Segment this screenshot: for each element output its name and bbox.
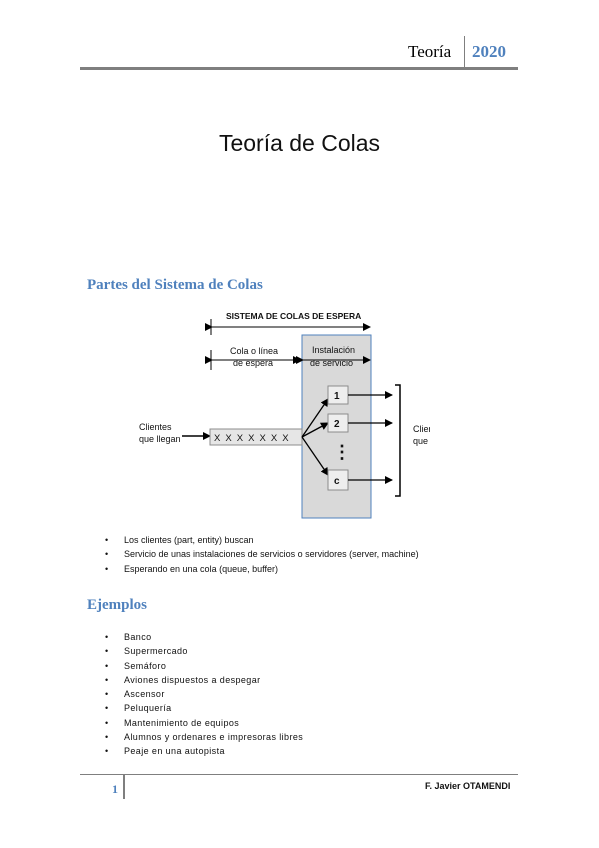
footer-rule: [80, 774, 518, 775]
section-heading-parts: Partes del Sistema de Colas: [87, 277, 263, 293]
queue-label-line2: de espera: [233, 358, 273, 368]
list-item: Supermercado: [91, 644, 303, 659]
document-title: Teoría de Colas: [218, 130, 381, 156]
list-item: Semáforo: [91, 659, 303, 674]
header-separator: [464, 36, 465, 70]
service-label-line2: de servicio: [310, 358, 353, 368]
list-item: Mantenimiento de equipos: [91, 716, 303, 731]
parts-bullet-list: Los clientes (part, entity) buscan Servi…: [91, 533, 419, 576]
list-item: Ascensor: [91, 687, 303, 702]
footer-separator: [123, 775, 125, 799]
list-item: Aviones dispuestos a despegar: [91, 673, 303, 688]
examples-bullet-list: Banco Supermercado Semáforo Aviones disp…: [91, 630, 303, 759]
footer-author: F. Javier OTAMENDI: [425, 781, 511, 791]
list-item: Alumnos y ordenares e impresoras libres: [91, 730, 303, 745]
list-item: Peaje en una autopista: [91, 744, 303, 759]
departures-label-line2: que salen: [413, 436, 430, 446]
server-1-label: 1: [334, 391, 340, 402]
server-c-label: c: [334, 476, 340, 487]
arrivals-label-line2: que llegan: [139, 434, 181, 444]
queue-to-server-c-arrow: [301, 436, 329, 476]
service-label-line1: Instalación: [312, 345, 355, 355]
arrivals-label-line1: Clientes: [139, 422, 172, 432]
system-label: SISTEMA DE COLAS DE ESPERA: [226, 311, 361, 321]
page-number: 1: [112, 782, 118, 796]
queue-system-diagram: SISTEMA DE COLAS DE ESPERA Cola o línea …: [139, 311, 430, 519]
server-2-label: 2: [334, 419, 340, 430]
queue-items: X X X X X X X: [214, 433, 290, 444]
departures-bracket: [395, 384, 401, 497]
queue-to-server-1-arrow: [301, 398, 329, 438]
header-year: 2020: [472, 42, 506, 61]
header-rule: [80, 67, 518, 70]
server-ellipsis: ⋮: [333, 442, 351, 462]
list-item: Esperando en una cola (queue, buffer): [91, 562, 419, 577]
header-title: Teoría: [408, 42, 452, 61]
queue-label-line1: Cola o línea: [230, 346, 278, 356]
queue-to-server-2-arrow: [301, 422, 329, 438]
list-item: Servicio de unas instalaciones de servic…: [91, 547, 419, 562]
departures-label-line1: Clientes: [413, 424, 430, 434]
section-heading-examples: Ejemplos: [87, 597, 147, 613]
list-item: Los clientes (part, entity) buscan: [91, 533, 419, 548]
list-item: Banco: [91, 630, 303, 645]
list-item: Peluquería: [91, 701, 303, 716]
